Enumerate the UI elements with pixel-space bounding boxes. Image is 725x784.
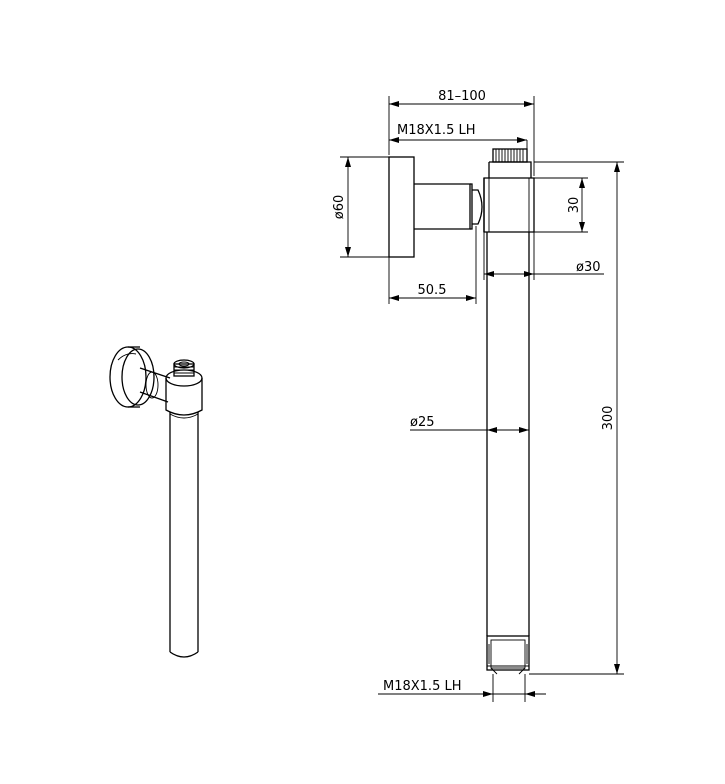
dim-flange-diameter: ø60 (332, 156, 389, 258)
dim-projection-label: 81–100 (438, 89, 486, 104)
dim-tube-diameter-label: ø25 (410, 415, 435, 430)
side-view (388, 148, 535, 675)
dim-projection: 81–100 (388, 89, 535, 176)
dim-flange-diameter-label: ø60 (332, 195, 347, 220)
dim-overall-length: 300 (529, 161, 624, 675)
dim-tube-diameter: ø25 (410, 415, 529, 433)
dim-thread-top: M18X1.5 LH (389, 123, 528, 149)
dim-overall-length-label: 300 (601, 406, 616, 431)
dim-thread-top-label: M18X1.5 LH (397, 123, 476, 138)
dim-thread-bottom-label: M18X1.5 LH (383, 679, 462, 694)
dim-stem-length-label: 50.5 (418, 283, 447, 298)
dim-elbow-height: 30 (534, 177, 588, 233)
dim-elbow-diameter-label: ø30 (576, 260, 601, 275)
isometric-view (109, 346, 203, 658)
dim-thread-bottom: M18X1.5 LH (378, 674, 546, 702)
dim-elbow-height-label: 30 (567, 197, 582, 214)
dim-elbow-diameter: ø30 (483, 232, 604, 280)
dim-stem-length: 50.5 (388, 226, 477, 304)
